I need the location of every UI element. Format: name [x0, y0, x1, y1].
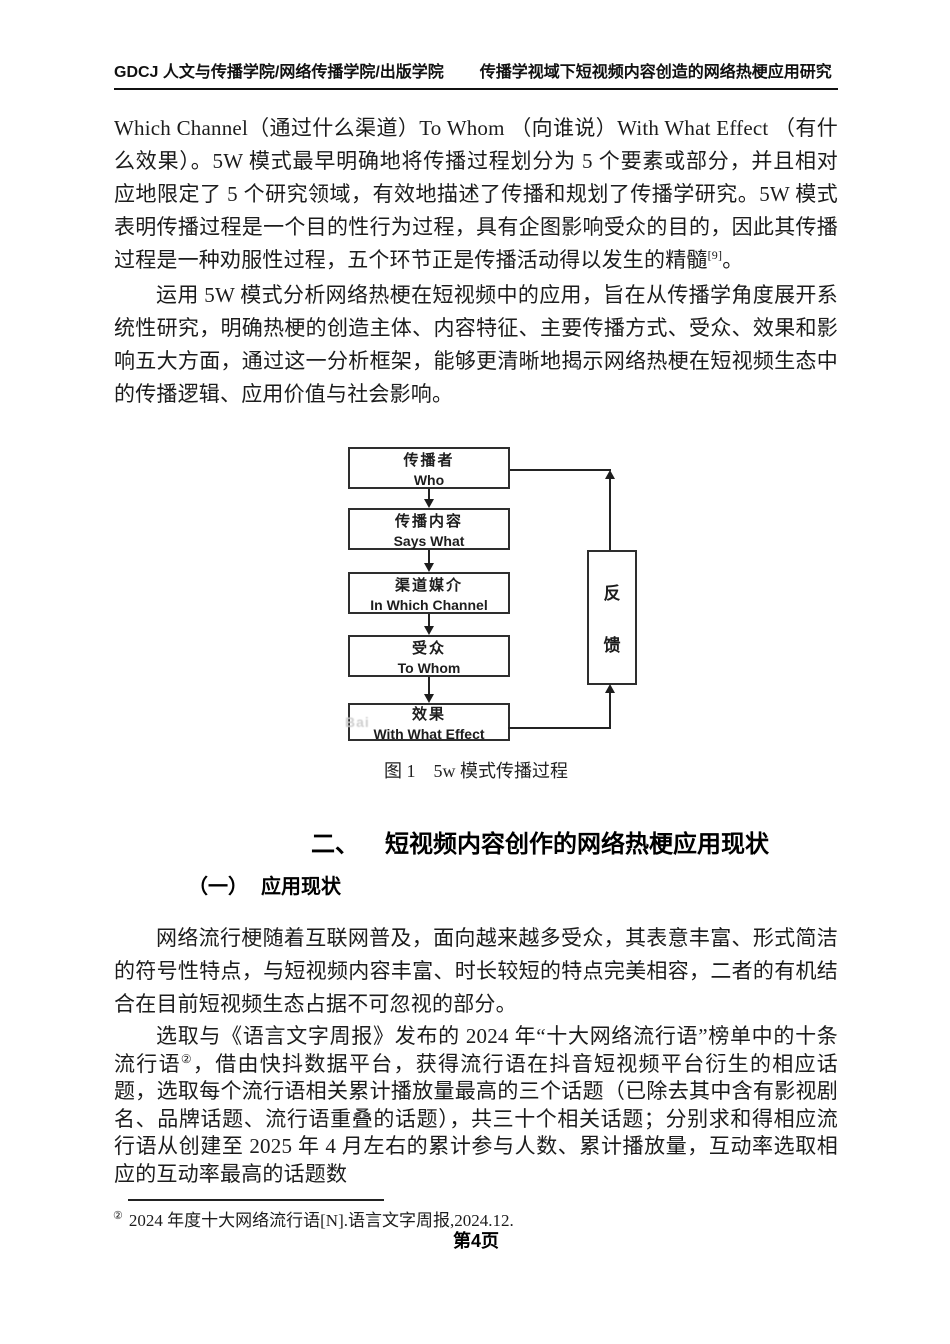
body-paragraph-4: 选取与《语言文字周报》发布的 2024 年“十大网络流行语”榜单中的十条流行语②… — [114, 1023, 838, 1188]
paragraph-text: 。 — [722, 248, 744, 272]
feedback-line-vertical — [609, 479, 611, 550]
section-heading: 二、短视频内容创作的网络热梗应用现状 — [114, 824, 838, 859]
header-thesis-title: 传播学视域下短视频内容创造的网络热梗应用研究 — [479, 64, 832, 81]
section-number: 二、 — [311, 831, 359, 858]
down-arrow-icon — [424, 626, 434, 635]
baidu-watermark: Bai — [345, 714, 370, 730]
up-arrow-icon — [605, 470, 615, 479]
flow-box-content: 传播内容 Says What — [348, 508, 510, 550]
page-number: 第4页 — [452, 1231, 499, 1251]
flow-box-audience: 受众 To Whom — [348, 635, 510, 677]
feedback-line-bottom — [508, 727, 611, 729]
flow-box-label-en: Says What — [393, 532, 465, 549]
down-arrow-line — [428, 550, 430, 563]
feedback-box: 反 馈 — [587, 550, 637, 685]
feedback-char: 反 — [603, 584, 621, 603]
footnote: ② 2024 年度十大网络流行语[N].语言文字周报,2024.12. — [113, 1206, 837, 1231]
body-paragraph-2: 运用 5W 模式分析网络热梗在短视频中的应用，旨在从传播学角度展开系统性研究，明… — [114, 283, 838, 406]
down-arrow-icon — [424, 499, 434, 508]
footnote-text: 2024 年度十大网络流行语[N].语言文字周报,2024.12. — [128, 1211, 514, 1230]
feedback-line-vertical — [609, 693, 611, 728]
feedback-char: 馈 — [603, 636, 621, 655]
header-school: GDCJ 人文与传播学院/网络传播学院/出版学院 — [114, 64, 444, 81]
figure-caption: 图 1 5w 模式传播过程 — [384, 761, 568, 781]
flow-box-communicator: 传播者 Who — [348, 447, 510, 489]
down-arrow-line — [428, 677, 430, 694]
down-arrow-line — [428, 614, 430, 626]
flow-box-label-en: To Whom — [397, 659, 461, 676]
flow-box-label-en: In Which Channel — [370, 596, 488, 613]
page-header: GDCJ 人文与传播学院/网络传播学院/出版学院 传播学视域下短视频内容创造的网… — [114, 58, 838, 90]
flow-box-label-cn: 传播内容 — [394, 512, 463, 530]
flow-box-label-cn: 传播者 — [403, 451, 455, 469]
subsection-heading: （一） 应用现状 — [188, 870, 341, 899]
subsection-number: （一） — [188, 876, 248, 898]
paragraph-text: ，借由快抖数据平台，获得流行语在抖音短视频平台衍生的相应话题，选取每个流行语相关… — [114, 1051, 838, 1186]
paragraph-text: 选取与《语言文字周报》发布的 2024 年“十大网络流行语”榜单中的十条流行语 — [114, 1024, 838, 1076]
up-arrow-icon — [605, 684, 615, 693]
body-paragraph-1: Which Channel（通过什么渠道）To Whom （向谁说）With W… — [114, 112, 838, 277]
footnote-ref-2: ② — [180, 1051, 193, 1066]
flow-box-label-en: With What Effect — [373, 725, 485, 742]
body-paragraph-3: 网络流行梗随着互联网普及，面向越来越多受众，其表意丰富、形式简洁的符号性特点，与… — [114, 926, 838, 1016]
down-arrow-icon — [424, 563, 434, 572]
flow-box-label-cn: 效果 — [411, 705, 446, 723]
flow-box-label-en: Who — [413, 471, 445, 488]
footnote-marker: ② — [113, 1210, 123, 1223]
flow-box-effect: 效果 With What Effect — [348, 703, 510, 742]
down-arrow-line — [428, 489, 430, 500]
paragraph-text: Which Channel（通过什么渠道）To Whom （向谁说）With W… — [114, 116, 838, 272]
flow-box-label-cn: 渠道媒介 — [394, 576, 463, 594]
flow-box-label-cn: 受众 — [411, 639, 446, 657]
footnote-separator — [128, 1199, 384, 1201]
feedback-line-top — [510, 469, 611, 471]
figure-5w-flowchart: 传播者 Who 传播内容 Says What 渠道媒介 In Which Cha… — [345, 443, 640, 745]
section-title: 短视频内容创作的网络热梗应用现状 — [385, 831, 769, 858]
citation-ref-9: [9] — [707, 248, 723, 262]
down-arrow-icon — [424, 694, 434, 703]
subsection-title: 应用现状 — [261, 876, 341, 898]
flow-box-channel: 渠道媒介 In Which Channel — [348, 572, 510, 614]
